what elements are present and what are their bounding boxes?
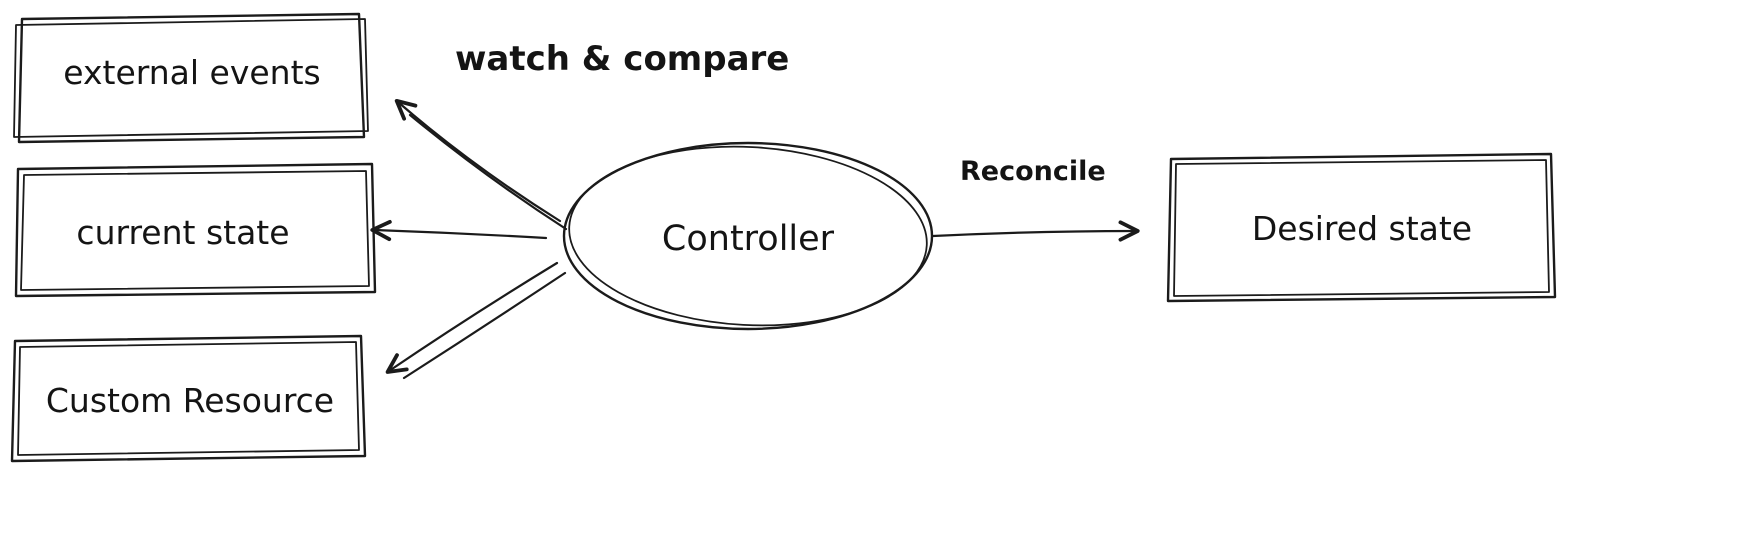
edge-controller-to-current-state xyxy=(370,220,548,242)
node-desired-state-shape-overdraw xyxy=(1173,159,1550,297)
edge-controller-to-external-events xyxy=(394,98,568,231)
node-controller-label: Controller xyxy=(662,219,835,259)
node-controller: Controller xyxy=(562,141,934,331)
node-current-state-label: current state xyxy=(76,213,289,252)
arrow-controller-to-current-state xyxy=(370,220,548,242)
node-current-state: current state xyxy=(14,162,377,298)
edge-label-reconcile: Reconcile xyxy=(960,156,1106,187)
arrow-controller-to-external-events-overdraw xyxy=(408,113,568,231)
node-external-events: external events xyxy=(13,12,369,144)
node-custom-resource: Custom Resource xyxy=(10,334,367,463)
node-custom-resource-shape-overdraw xyxy=(17,341,360,456)
arrow-controller-to-desired-state xyxy=(931,220,1140,242)
arrow-controller-to-custom-resource-overdraw xyxy=(402,271,567,380)
arrow-controller-to-custom-resource xyxy=(385,261,559,374)
node-custom-resource-shape xyxy=(10,334,367,463)
arrow-controller-to-external-events xyxy=(394,98,562,223)
edge-label-watch-compare: watch & compare xyxy=(455,39,789,79)
node-custom-resource-label: Custom Resource xyxy=(46,381,334,420)
node-external-events-label: external events xyxy=(63,53,320,92)
edge-controller-to-desired-state xyxy=(931,220,1140,242)
node-current-state-shape xyxy=(14,162,377,298)
edge-controller-to-custom-resource xyxy=(385,261,567,380)
node-current-state-shape-overdraw xyxy=(20,170,370,291)
node-controller-shape-overdraw xyxy=(568,145,928,327)
node-external-events-shape xyxy=(17,12,366,144)
node-external-events-shape-overdraw xyxy=(13,18,369,138)
node-desired-state-shape xyxy=(1166,152,1557,303)
node-desired-state-label: Desired state xyxy=(1252,209,1472,248)
node-desired-state: Desired state xyxy=(1166,152,1557,303)
